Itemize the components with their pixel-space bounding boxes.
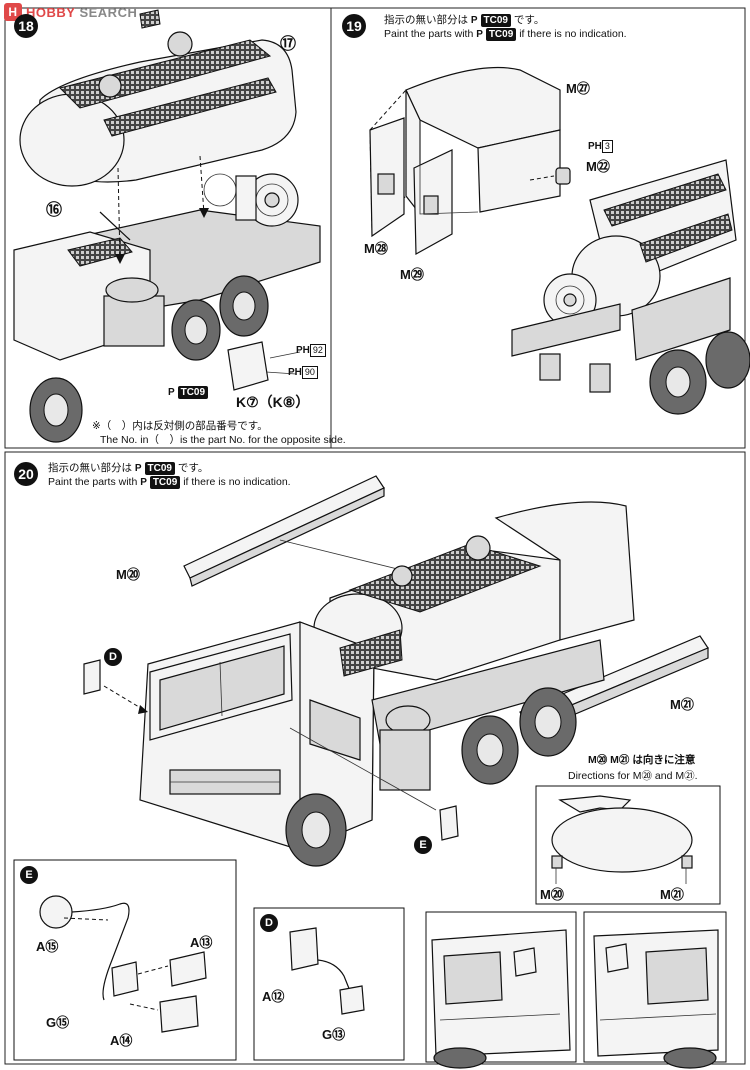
direction-note-en: Directions for M⑳ and M㉑. (568, 770, 698, 782)
part-a13-label: A⑬ (190, 935, 213, 950)
step-18-note-jp: ※（ ）内は反対側の部品番号です。 (92, 420, 268, 432)
detail-d-badge: D (260, 914, 278, 932)
logo-brand-a: HOBBY (26, 4, 76, 20)
inset-m21-label: M㉑ (660, 887, 684, 902)
step-20-instruction-en: Paint the parts with P TC09 if there is … (48, 476, 291, 489)
part-k7-k8-label: K⑦（K⑧） (236, 394, 310, 410)
part-m20-label: M⑳ (116, 567, 140, 582)
part-m29-label: M㉙ (400, 267, 424, 282)
part-m22-label: M㉒ (586, 159, 610, 174)
step-18-chassis-drawing (13, 155, 321, 443)
part-g75-label: G⑮ (46, 1015, 70, 1030)
step-20-instruction-jp: 指示の無い部分は P TC09 です。 (48, 462, 209, 475)
step-20-truck-drawing (83, 475, 709, 867)
detail-e-drawing (13, 859, 237, 1061)
part-a15-label: A⑮ (36, 939, 59, 954)
step-19-badge: 19 (342, 14, 366, 38)
step-19-rear-drawing (511, 159, 750, 415)
callout-e-badge: E (414, 836, 432, 854)
detail-e-badge: E (20, 866, 38, 884)
cab-side-view-left (425, 911, 577, 1069)
step-19-cab-drawing (369, 66, 571, 256)
step-18-badge: 18 (14, 14, 38, 38)
direction-inset (535, 785, 721, 905)
step-20-frame (4, 451, 746, 1065)
cab-side-view-right (583, 911, 727, 1069)
part-a12-label: A⑫ (262, 989, 285, 1004)
step-19-instruction-jp: 指示の無い部分は P TC09 です。 (384, 14, 545, 27)
step-18-note-en: The No. in（ ）is the part No. for the opp… (100, 434, 346, 446)
part-17-label: ⑰ (280, 36, 297, 53)
detail-d-drawing (253, 907, 405, 1061)
step-19-frame (330, 7, 746, 449)
callout-d-badge: D (104, 648, 122, 666)
step-18-tank-drawing (19, 9, 297, 187)
inset-m20-label: M⑳ (540, 887, 564, 902)
direction-note-jp: M⑳ M㉑ は向きに注意 (588, 754, 696, 766)
part-16-label: ⑯ (46, 202, 63, 219)
part-m21-label: M㉑ (670, 697, 694, 712)
part-a14-label: A⑭ (110, 1033, 133, 1048)
part-m28-label: M㉘ (364, 241, 388, 256)
step-20-badge: 20 (14, 462, 38, 486)
paint-tc09-step18: P TC09 (168, 386, 209, 399)
part-m27-label: M㉗ (566, 81, 590, 96)
part-g73-label: G⑬ (322, 1027, 346, 1042)
step-19-instruction-en: Paint the parts with P TC09 if there is … (384, 28, 627, 41)
logo-brand-b: SEARCH (79, 4, 138, 20)
